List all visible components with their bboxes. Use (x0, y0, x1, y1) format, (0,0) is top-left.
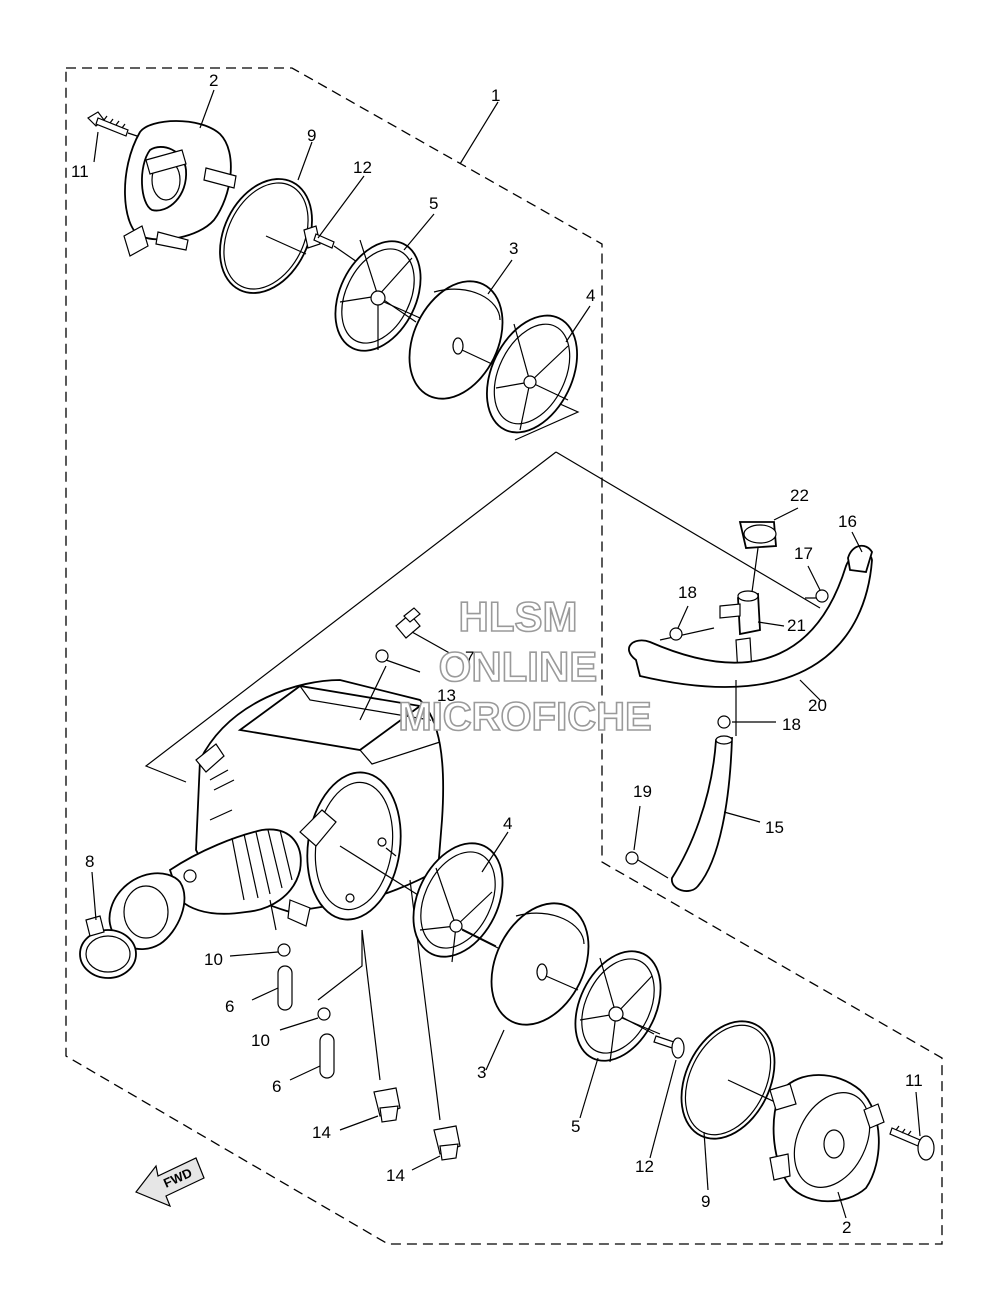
label-part-6-lower: 6 (272, 1077, 281, 1096)
label-part-9-bottom: 9 (701, 1192, 710, 1211)
element-cage-5-top (334, 239, 422, 352)
label-part-3-bottom: 3 (477, 1063, 486, 1082)
element-cage-4-bottom (412, 842, 504, 963)
hose-16-end (847, 531, 873, 573)
label-part-20: 20 (808, 696, 827, 715)
label-part-5-bottom: 5 (571, 1117, 580, 1136)
part-labels: 1 2 11 9 12 5 3 4 22 16 17 18 21 7 13 20… (71, 71, 923, 1237)
screw-12-top (303, 225, 361, 265)
label-part-9-top: 9 (307, 126, 316, 145)
label-part-1: 1 (491, 86, 500, 105)
label-part-2-top: 2 (209, 71, 218, 90)
label-part-19: 19 (633, 782, 652, 801)
label-part-8: 8 (85, 852, 94, 871)
element-cage-5-bottom (574, 950, 662, 1063)
intake-boot (108, 828, 302, 950)
filter-cover-2-top (123, 120, 237, 257)
label-part-12-top: 12 (353, 158, 372, 177)
label-part-14-right: 14 (386, 1166, 405, 1185)
clip-17 (807, 565, 829, 603)
label-part-18-upper: 18 (678, 583, 697, 602)
screw-11-bottom (889, 1125, 935, 1161)
label-part-13: 13 (437, 686, 456, 705)
drain-plug-14-right (411, 1125, 461, 1171)
o-ring-9-bottom (680, 1020, 793, 1140)
screw-11-top (87, 111, 141, 138)
clip-13 (375, 649, 421, 673)
clip-10-lower (279, 1007, 331, 1031)
label-part-12-bottom: 12 (635, 1157, 654, 1176)
label-part-15: 15 (765, 818, 784, 837)
label-part-11-top: 11 (71, 162, 89, 181)
watermark-line-1: HLSM (459, 593, 578, 640)
clip-19 (625, 805, 669, 879)
label-part-3-top: 3 (509, 239, 518, 258)
o-ring-9-top (219, 178, 313, 294)
label-part-21: 21 (787, 616, 806, 635)
label-part-16: 16 (838, 512, 857, 531)
label-part-6-upper: 6 (225, 997, 234, 1016)
drain-tube-6-upper (251, 965, 293, 1011)
label-part-11-bottom: 11 (905, 1071, 923, 1090)
label-part-2-bottom: 2 (842, 1218, 851, 1237)
filter-cover-2-bottom (769, 1074, 885, 1203)
element-cage-4-top (486, 314, 578, 434)
watermark: HLSM ONLINE MICROFICHE (398, 592, 653, 740)
label-part-7: 7 (465, 648, 474, 667)
hose-20 (628, 551, 873, 701)
fitting-7 (395, 607, 463, 661)
assembly-boundary-dashed (65, 67, 943, 1245)
clip-10-upper (229, 943, 291, 957)
label-part-17: 17 (794, 544, 813, 563)
leader-lines (91, 89, 921, 1219)
label-part-4-bottom: 4 (503, 814, 512, 833)
fwd-arrow-icon: FWD (135, 1157, 205, 1208)
clip-18-lower (717, 715, 776, 729)
watermark-line-2: ONLINE (439, 643, 598, 690)
drain-tube-6-lower (289, 1033, 335, 1081)
clip-18-upper (669, 605, 689, 641)
foam-element-3-top (408, 280, 504, 400)
label-part-22: 22 (790, 486, 809, 505)
breather-hose-15 (671, 680, 761, 892)
watermark-line-3: MICROFICHE (398, 695, 651, 739)
label-part-4-top: 4 (586, 286, 595, 305)
hose-clamp-22 (738, 507, 799, 593)
label-part-18-lower: 18 (782, 715, 801, 734)
label-part-10-upper: 10 (204, 950, 223, 969)
label-part-10-lower: 10 (251, 1031, 270, 1050)
label-part-14-left: 14 (312, 1123, 331, 1142)
foam-element-3-bottom (490, 902, 590, 1026)
drain-plug-14-left (339, 1087, 401, 1131)
label-part-5-top: 5 (429, 194, 438, 213)
screw-12-bottom (653, 1035, 685, 1059)
